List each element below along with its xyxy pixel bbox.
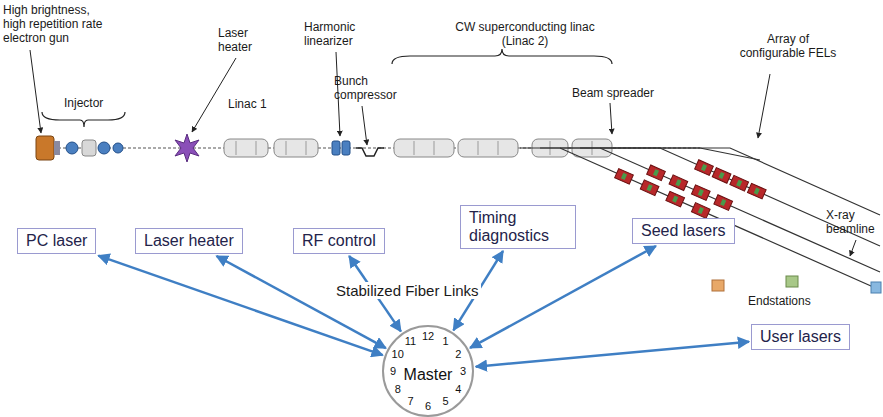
clock-number: 5 [442,396,448,407]
box-text: PC laser [26,232,87,250]
system-box: RF control [293,228,385,254]
clock-number: 3 [460,366,466,377]
clock-number: 10 [392,348,404,359]
part-label: Harmonic linearizer [304,20,376,48]
system-box: User lasers [751,324,850,350]
fiber-link [470,246,656,348]
system-box: Seed lasers [632,218,735,244]
clock-number: 11 [405,335,416,346]
part-label: Endstations [748,294,828,308]
part-label: Injector [64,96,124,110]
box-text: User lasers [760,328,841,346]
fiber-link [217,256,386,348]
clock-label: Master [404,367,453,383]
fiber-link [98,256,382,356]
clock-number: 1 [442,335,448,346]
fiber-link [476,342,749,367]
master-clock: Master 12 12 3 456 78 9 1011 [382,325,474,417]
part-label: X-ray beamline [826,208,882,236]
system-box: PC laser [17,228,96,254]
clock-number: 7 [407,396,413,407]
part-label: High brightness, high repetition rate el… [3,3,115,45]
clock-number: 8 [395,383,401,394]
box-text: Seed lasers [641,222,726,240]
clock-number: 4 [455,383,461,394]
part-label: Linac 1 [228,97,288,111]
clock-number: 12 [422,331,434,342]
part-label: Bunch compressor [334,74,408,102]
box-text: Laser heater [144,232,234,250]
system-box: Timing diagnostics [460,205,576,249]
part-label: CW superconducting linac (Linac 2) [440,20,610,48]
part-label: Array of configurable FELs [738,32,838,60]
part-label: Beam spreader [572,86,662,100]
clock-number: 9 [390,366,396,377]
part-label: Laser heater [218,26,263,54]
clock-number: 2 [455,348,461,359]
clock-number: 6 [425,401,431,412]
box-text: Timing diagnostics [469,209,567,245]
box-text: RF control [302,232,376,250]
system-box: Laser heater [135,228,243,254]
link-caption: Stabilized Fiber Links [334,282,481,299]
